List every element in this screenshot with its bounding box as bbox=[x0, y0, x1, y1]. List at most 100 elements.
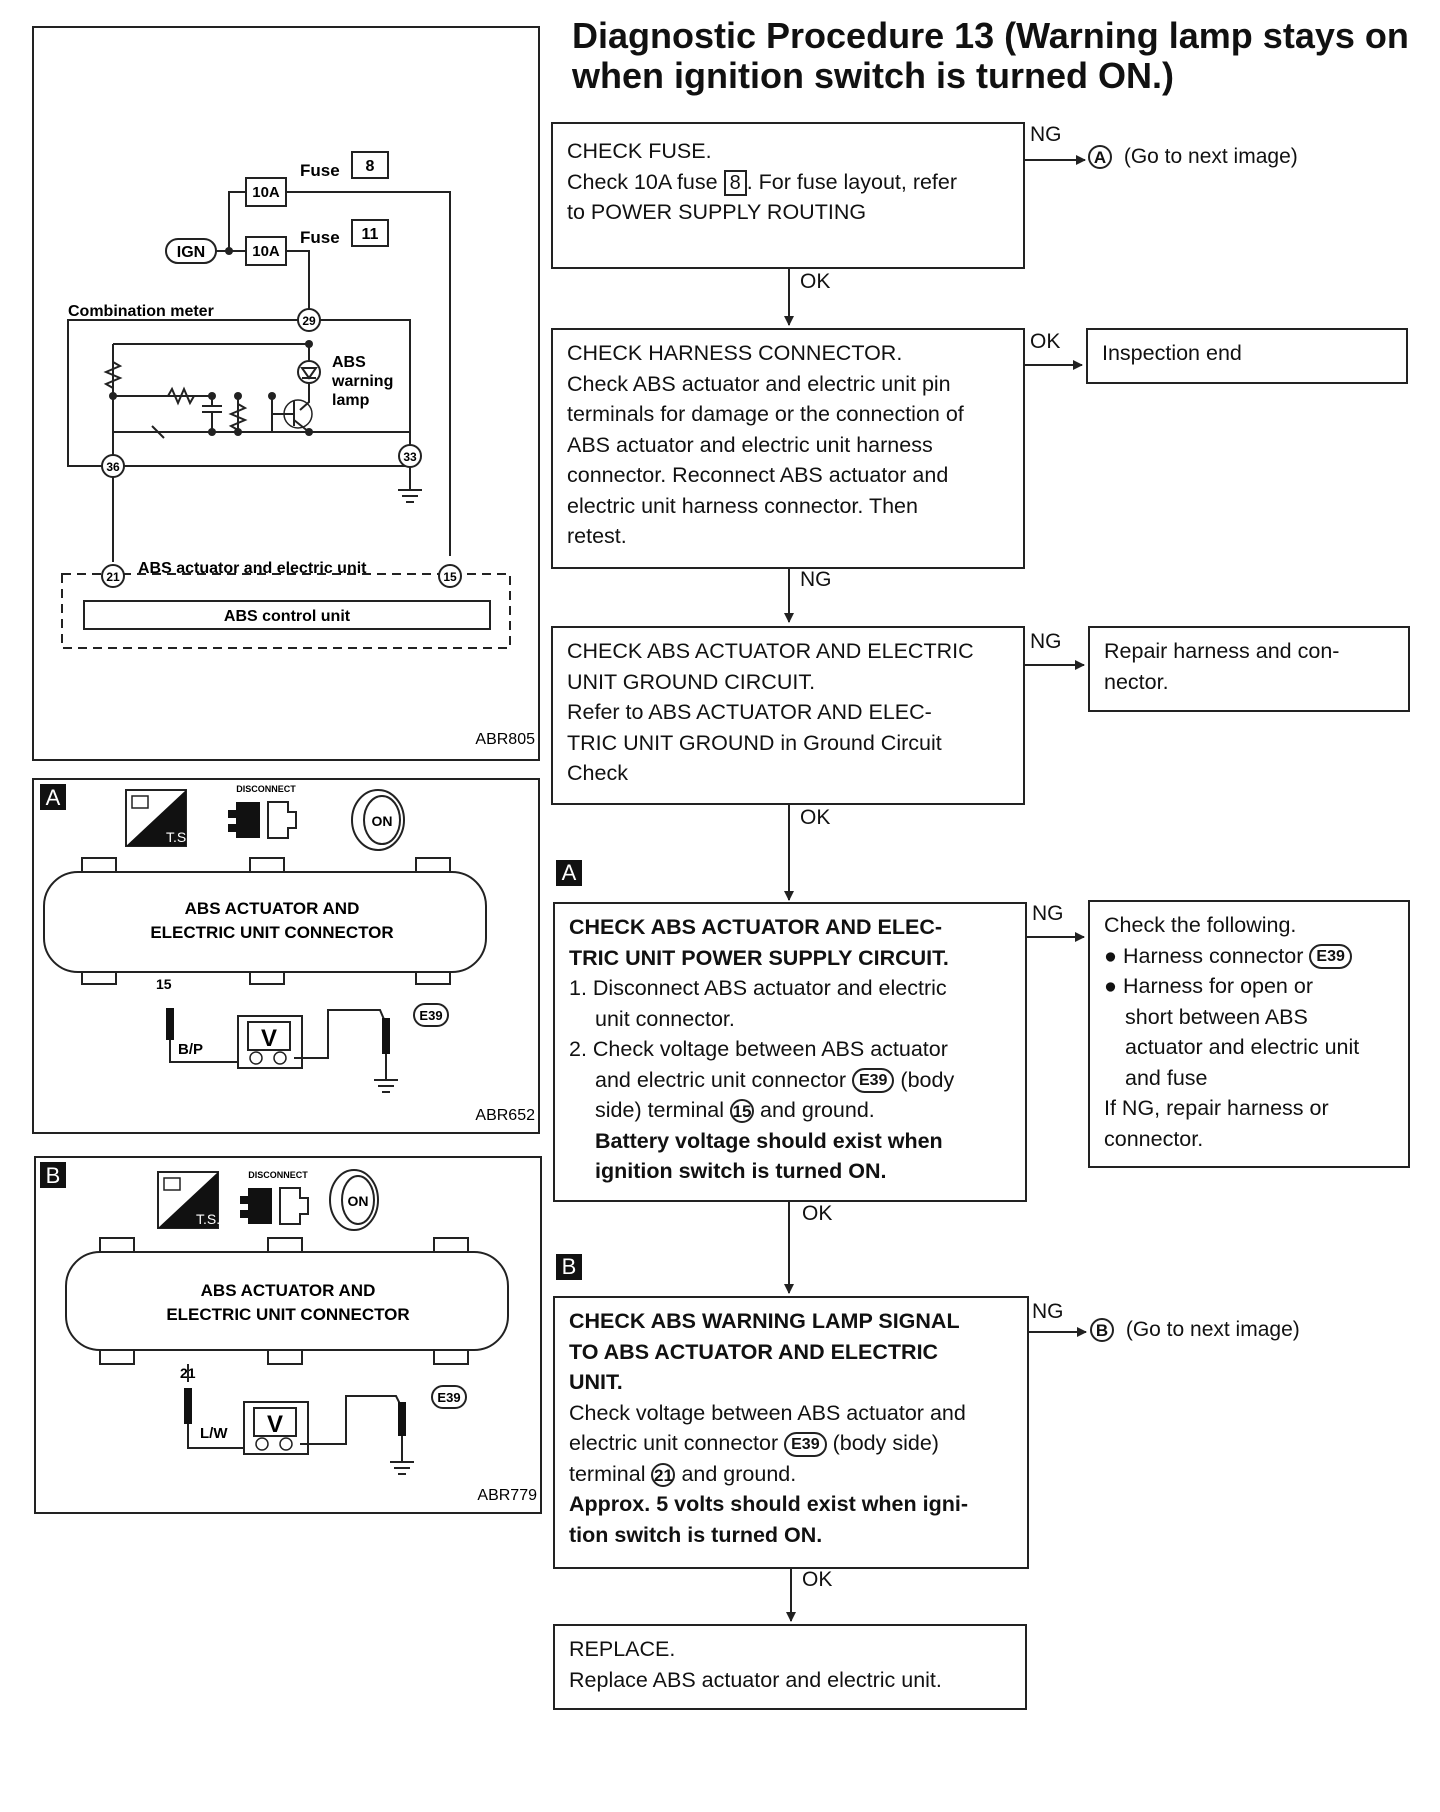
step-text: Check 10A fuse 8. For fuse layout, refer bbox=[567, 169, 958, 196]
result-bullet: ● Harness for open or bbox=[1104, 974, 1313, 998]
terminal-number: 33 bbox=[403, 450, 417, 464]
control-unit-label: ABS control unit bbox=[224, 608, 351, 625]
step-heading: UNIT. bbox=[569, 1370, 623, 1394]
ng-label: NG bbox=[1032, 1300, 1064, 1323]
terminal-number: 15 bbox=[730, 1099, 755, 1124]
pin-number: 15 bbox=[156, 976, 172, 992]
step-text: terminal 21 and ground. bbox=[569, 1461, 797, 1487]
abs-unit-label: ABS actuator and electric unit bbox=[138, 560, 367, 577]
step-text: electric unit connector E39 (body side) bbox=[569, 1431, 939, 1457]
step-text: and electric unit connector E39 (body bbox=[595, 1067, 955, 1094]
test-status-icon: T.S. bbox=[125, 789, 190, 847]
ok-label: OK bbox=[802, 1202, 833, 1225]
connector-code: E39 bbox=[1309, 944, 1352, 970]
terminal-number: 21 bbox=[106, 570, 120, 584]
meter-label: V bbox=[261, 1025, 277, 1052]
step-heading: TRIC UNIT POWER SUPPLY CIRCUIT. bbox=[569, 945, 949, 970]
wire-color: L/W bbox=[200, 1425, 228, 1442]
step-spec: ignition switch is turned ON. bbox=[595, 1159, 887, 1183]
step-text: Check bbox=[567, 761, 628, 785]
connector-label: ELECTRIC UNIT CONNECTOR bbox=[150, 923, 393, 942]
step-check-warning-lamp-signal: CHECK ABS WARNING LAMP SIGNAL TO ABS ACT… bbox=[553, 1296, 1029, 1569]
lamp-label: lamp bbox=[332, 392, 370, 409]
goto-a-text: (Go to next image) bbox=[1123, 145, 1298, 168]
connector-code: E39 bbox=[419, 1008, 442, 1023]
result-text: Repair harness and con- bbox=[1104, 639, 1340, 663]
ng-label: NG bbox=[1030, 123, 1062, 146]
on-label: ON bbox=[372, 813, 393, 829]
connector-label: ABS ACTUATOR AND bbox=[201, 1281, 376, 1300]
ok-label: OK bbox=[802, 1568, 833, 1591]
step-spec: Approx. 5 volts should exist when igni- bbox=[569, 1492, 968, 1516]
lamp-label: ABS bbox=[332, 354, 366, 371]
step-heading: CHECK HARNESS CONNECTOR. bbox=[567, 341, 903, 365]
disconnect-icon: DISCONNECT bbox=[240, 1170, 309, 1225]
result-bullet-cont: and fuse bbox=[1125, 1065, 1208, 1090]
step-text: ABS actuator and electric unit harness bbox=[567, 432, 933, 457]
connector-label: ABS ACTUATOR AND bbox=[185, 899, 360, 918]
terminal-number: 21 bbox=[651, 1462, 676, 1487]
step-text: connector. Reconnect ABS actuator and bbox=[567, 463, 949, 487]
fuse-number: 8 bbox=[366, 158, 375, 175]
tab-b-marker: B bbox=[556, 1254, 582, 1280]
test-status-icon: T.S. bbox=[157, 1171, 220, 1229]
ng-label: NG bbox=[1032, 902, 1064, 925]
step-text: to POWER SUPPLY ROUTING bbox=[567, 200, 867, 224]
panel-code: ABR652 bbox=[475, 1107, 535, 1124]
step-text: unit connector. bbox=[595, 1006, 735, 1031]
step-text: 2. Check voltage between ABS actuator bbox=[569, 1037, 948, 1061]
wiring-diagram: 10A 10A Fuse Fuse 8 11 IGN Combination m… bbox=[32, 26, 540, 761]
on-label: ON bbox=[348, 1193, 369, 1209]
step-spec: Battery voltage should exist when bbox=[595, 1128, 943, 1153]
step-text: Check ABS actuator and electric unit pin bbox=[567, 371, 951, 396]
lamp-label: warning bbox=[331, 373, 393, 390]
panel-tab: A bbox=[46, 785, 61, 810]
result-check-following: Check the following. ● Harness connector… bbox=[1088, 900, 1410, 1168]
step-spec: tion switch is turned ON. bbox=[569, 1522, 823, 1547]
step-check-harness-connector: CHECK HARNESS CONNECTOR. Check ABS actua… bbox=[551, 328, 1025, 569]
tab-a-marker: A bbox=[556, 860, 582, 886]
connector-code: E39 bbox=[851, 1068, 895, 1094]
reference-a-icon: A bbox=[1088, 145, 1112, 170]
terminal-number: 36 bbox=[106, 460, 120, 474]
step-replace: REPLACE. Replace ABS actuator and electr… bbox=[553, 1624, 1027, 1710]
step-text: Replace ABS actuator and electric unit. bbox=[569, 1667, 942, 1692]
result-repair-harness: Repair harness and con- nector. bbox=[1088, 626, 1410, 712]
terminal-number: 15 bbox=[443, 570, 457, 584]
fuse-rating-label: 10A bbox=[252, 184, 280, 201]
fuse-label: Fuse bbox=[300, 161, 340, 180]
wire-color: B/P bbox=[178, 1041, 203, 1058]
step-check-ground-circuit: CHECK ABS ACTUATOR AND ELECTRIC UNIT GRO… bbox=[551, 626, 1025, 805]
disconnect-icon: DISCONNECT bbox=[228, 784, 297, 839]
result-bullet: ● Harness connector E39 bbox=[1104, 941, 1394, 972]
step-heading: TO ABS ACTUATOR AND ELECTRIC bbox=[569, 1339, 939, 1364]
voltmeter-icon: V bbox=[166, 1008, 398, 1093]
ok-label: OK bbox=[800, 270, 831, 293]
step-check-power-supply: CHECK ABS ACTUATOR AND ELEC- TRIC UNIT P… bbox=[553, 902, 1027, 1202]
step-text: TRIC UNIT GROUND in Ground Circuit bbox=[567, 730, 942, 755]
meter-label: V bbox=[267, 1411, 283, 1438]
step-text: 1. Disconnect ABS actuator and electric bbox=[569, 976, 947, 1000]
step-check-fuse: CHECK FUSE. Check 10A fuse 8. For fuse l… bbox=[551, 122, 1025, 269]
result-text: Check the following. bbox=[1104, 913, 1297, 937]
step-heading: CHECK ABS ACTUATOR AND ELECTRIC bbox=[567, 639, 974, 663]
diagram-code: ABR805 bbox=[475, 731, 535, 748]
result-text: connector. bbox=[1104, 1126, 1204, 1151]
ok-label: OK bbox=[1030, 330, 1061, 353]
step-text: Refer to ABS ACTUATOR AND ELEC- bbox=[567, 700, 932, 724]
panel-tab: B bbox=[46, 1163, 61, 1188]
voltmeter-icon: V bbox=[184, 1388, 414, 1475]
terminal-number: 29 bbox=[302, 314, 316, 328]
combination-meter-label: Combination meter bbox=[68, 303, 214, 320]
ng-label: NG bbox=[800, 568, 832, 591]
ign-label: IGN bbox=[177, 244, 205, 261]
step-heading: UNIT GROUND CIRCUIT. bbox=[567, 669, 816, 694]
step-heading: CHECK FUSE. bbox=[567, 139, 712, 163]
step-text: retest. bbox=[567, 524, 627, 548]
fuse-label: Fuse bbox=[300, 228, 340, 247]
goto-b-text: (Go to next image) bbox=[1125, 1318, 1300, 1341]
disconnect-label: DISCONNECT bbox=[236, 784, 296, 794]
step-text: side) terminal 15 and ground. bbox=[595, 1098, 875, 1124]
goto-a: A (Go to next image) bbox=[1088, 145, 1298, 170]
